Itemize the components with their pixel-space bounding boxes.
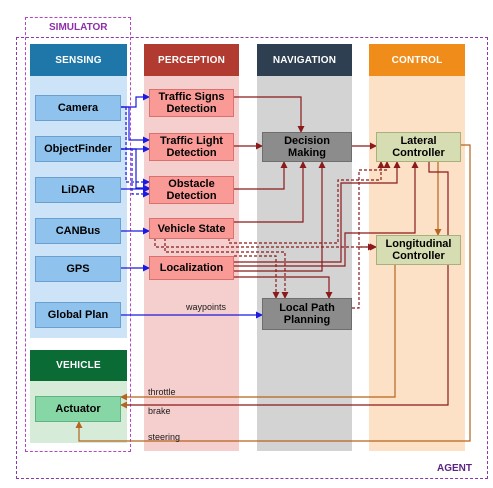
vehicle-state-box: Vehicle State (149, 218, 234, 239)
agent-label: AGENT (437, 463, 472, 474)
localization-box: Localization (149, 256, 234, 280)
objectfinder-box: ObjectFinder (35, 136, 121, 162)
traffic-light-detection-box: Traffic Light Detection (149, 133, 234, 161)
agent-frame (16, 37, 488, 479)
perception-lane-header: PERCEPTION (144, 44, 239, 76)
traffic-signs-detection-box: Traffic Signs Detection (149, 89, 234, 117)
obstacle-detection-box: Obstacle Detection (149, 176, 234, 204)
global-plan-box: Global Plan (35, 302, 121, 328)
waypoints-label: waypoints (186, 302, 227, 312)
control-lane-header: CONTROL (369, 44, 465, 76)
camera-box: Camera (35, 95, 121, 121)
sensing-lane-header: SENSING (30, 44, 127, 76)
actuator-box: Actuator (35, 396, 121, 422)
lateral-controller-box: Lateral Controller (376, 132, 461, 162)
longitudinal-controller-box: Longitudinal Controller (376, 235, 461, 265)
canbus-box: CANBus (35, 218, 121, 244)
simulator-label: SIMULATOR (47, 22, 110, 33)
gps-box: GPS (35, 256, 121, 282)
simulator-frame (25, 17, 131, 452)
local-path-planning-box: Local Path Planning (262, 298, 352, 330)
lidar-box: LiDAR (35, 177, 121, 203)
decision-making-box: Decision Making (262, 132, 352, 162)
navigation-lane-header: NAVIGATION (257, 44, 352, 76)
steering-label: steering (148, 432, 181, 442)
throttle-label: throttle (148, 387, 176, 397)
brake-label: brake (148, 406, 171, 416)
vehicle-lane-header: VEHICLE (30, 350, 127, 381)
